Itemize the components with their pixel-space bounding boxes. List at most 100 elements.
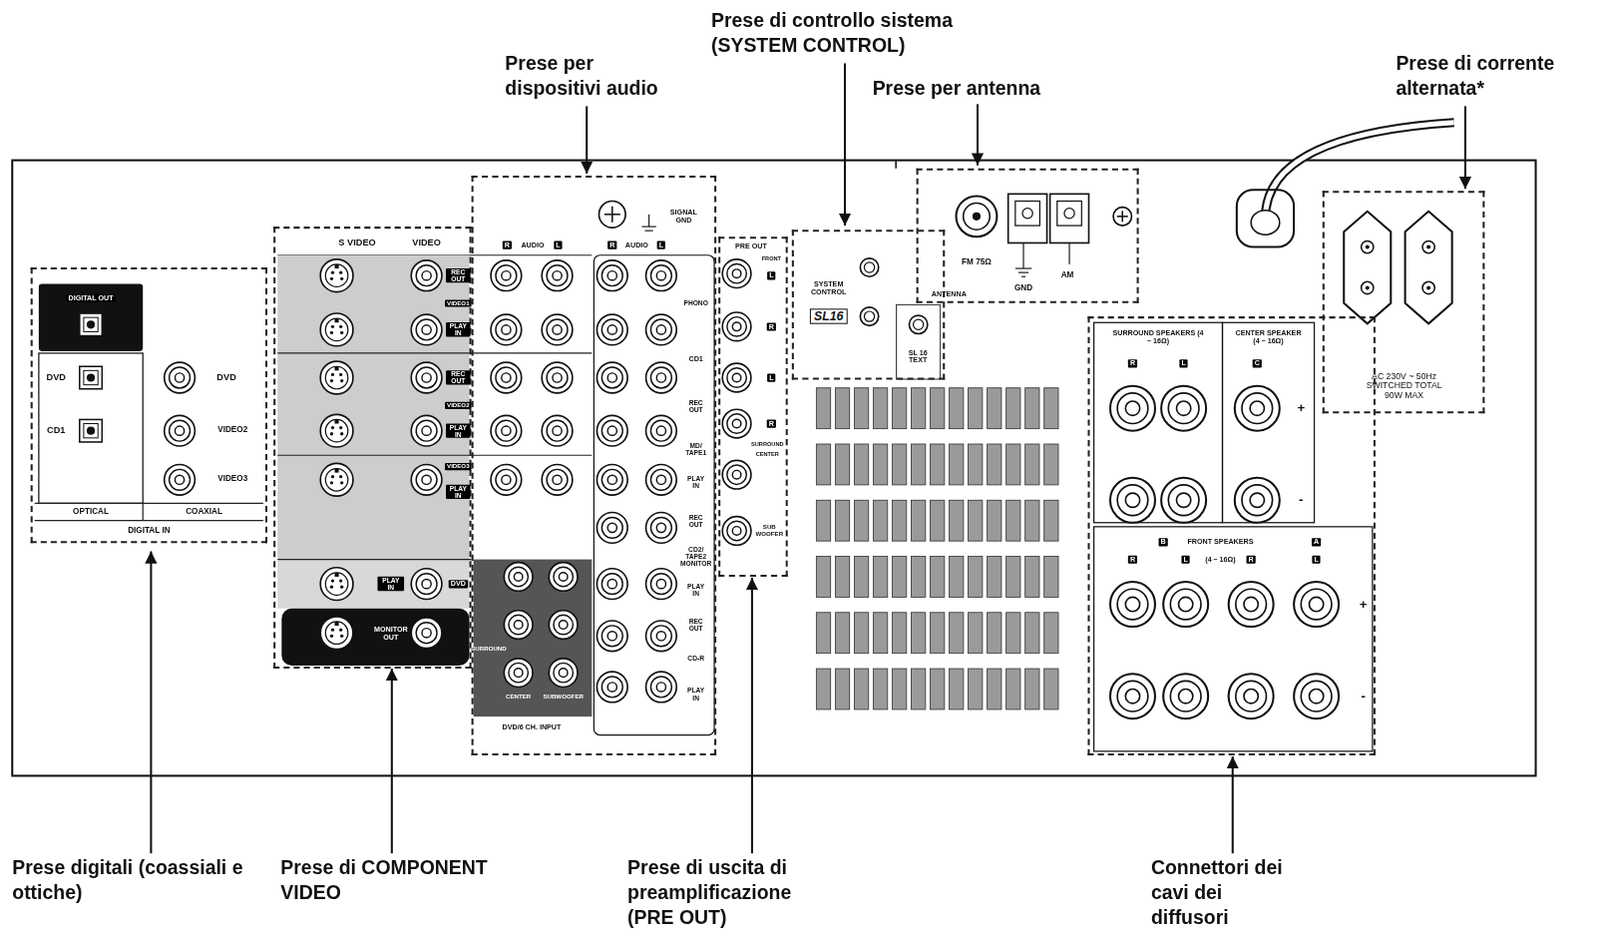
video-header: [277, 232, 469, 256]
speaker-terminal: [1110, 477, 1156, 523]
rca-outer: [164, 414, 196, 446]
jack-label: -: [1360, 688, 1365, 704]
rca-jack: [410, 463, 442, 495]
s-video-jack: [320, 413, 354, 447]
vent-slot: [853, 499, 868, 541]
vent-slot: [930, 499, 945, 541]
rca-jack: [722, 516, 752, 546]
svideo-pin: [331, 425, 335, 429]
jack-group: SIGNAL GNDRAUDIOLRAUDIOLPHONOCD1REC OUTM…: [471, 175, 718, 756]
optical-jack: [79, 366, 103, 390]
svideo-pin: [339, 270, 343, 274]
rca-outer: [646, 568, 678, 600]
terminal-hole: [1125, 492, 1140, 507]
vent-slot: [987, 499, 1002, 541]
rca-ring: [601, 573, 623, 595]
vent-slot: [968, 668, 983, 710]
leader-arrow: [976, 103, 979, 165]
rca-jack: [541, 362, 573, 394]
jack-label: PLAY IN: [445, 422, 471, 438]
rca-ring: [727, 317, 747, 337]
terminal-mid: [1241, 484, 1273, 516]
rca-ring: [546, 419, 568, 441]
jack-label: L: [767, 271, 776, 280]
rca-ring: [415, 622, 437, 644]
rca-ring: [495, 468, 517, 490]
rca-jack: [410, 314, 442, 346]
rca-ring: [508, 662, 528, 682]
jack-label: SL16: [809, 308, 848, 325]
row-divider: [277, 352, 592, 354]
rca-pin: [421, 579, 431, 589]
rca-jack: [548, 658, 578, 688]
am-terminal-inner: [1057, 201, 1083, 227]
vent-slot: [1025, 388, 1040, 429]
s-video-jack: [320, 259, 354, 293]
vent-slot: [1006, 556, 1021, 598]
vent-slot: [911, 668, 926, 710]
speaker-terminal: [1110, 581, 1156, 627]
jack-label: +: [1296, 400, 1305, 416]
jack-label: L: [657, 241, 666, 250]
svideo-inner: [325, 418, 349, 442]
terminal-mid: [1300, 680, 1332, 712]
jack-label: MONITOR OUT: [370, 624, 411, 641]
vent-slot: [911, 443, 926, 485]
rca-jack: [646, 620, 678, 652]
jack-label: PLAY IN: [377, 576, 404, 592]
jack-label: REC OUT: [445, 370, 471, 386]
vent-slot: [1006, 443, 1021, 485]
jack-label: DVD: [46, 372, 66, 383]
terminal-hole: [1249, 492, 1264, 507]
rca-pin: [656, 474, 666, 484]
vent-slot: [1044, 499, 1059, 541]
rca-jack: [490, 414, 522, 446]
vent-slot: [911, 612, 926, 654]
svideo-key: [335, 264, 340, 269]
rca-pin: [558, 572, 568, 582]
surround-group: [1094, 322, 1223, 523]
jack-label: CENTER SPEAKER (4 – 16Ω): [1231, 329, 1306, 346]
vent-slot: [1025, 443, 1040, 485]
callout-label: Prese digitali (coassiali e ottiche): [11, 854, 258, 906]
svideo-pin: [340, 431, 344, 435]
vent-slot: [949, 668, 964, 710]
terminal-hole: [1243, 688, 1258, 703]
svideo-pin: [340, 331, 344, 335]
svideo-inner: [325, 621, 349, 645]
rca-pin: [607, 682, 617, 692]
jack-label: REC OUT: [684, 399, 708, 414]
rca-jack: [646, 362, 678, 394]
terminal-hole: [1125, 596, 1140, 611]
rca-pin: [656, 373, 666, 383]
rca-pin: [656, 522, 666, 532]
speaker-terminal: [1110, 386, 1156, 431]
rca-pin: [552, 325, 562, 335]
terminal-outer: [1163, 673, 1208, 719]
jack-label: L: [1179, 359, 1188, 368]
am-terminal-hole: [1022, 208, 1033, 219]
vent-slot: [911, 388, 926, 429]
jack-label: DIGITAL OUT: [65, 294, 115, 303]
svideo-pin: [330, 634, 334, 638]
terminal-outer: [1161, 477, 1206, 523]
outlet-hole-pin: [1365, 245, 1370, 250]
rca-outer: [503, 610, 533, 640]
rca-jack: [722, 408, 752, 438]
rca-jack: [548, 610, 578, 640]
rca-pin: [607, 522, 617, 532]
terminal-mid: [1117, 484, 1149, 516]
vent-slot: [911, 499, 926, 541]
jack-label: AUDIO: [520, 241, 544, 250]
speaker-terminal: [1163, 581, 1208, 627]
rca-pin: [607, 425, 617, 435]
rca-pin: [552, 425, 562, 435]
leader-arrow: [149, 550, 152, 853]
jack-label: VIDEO3: [444, 462, 472, 470]
rca-pin: [732, 373, 742, 383]
rca-pin: [656, 682, 666, 692]
jack-label: VIDEO2: [217, 425, 248, 435]
rca-jack: [164, 362, 196, 394]
fm-connector-pin: [972, 212, 981, 221]
